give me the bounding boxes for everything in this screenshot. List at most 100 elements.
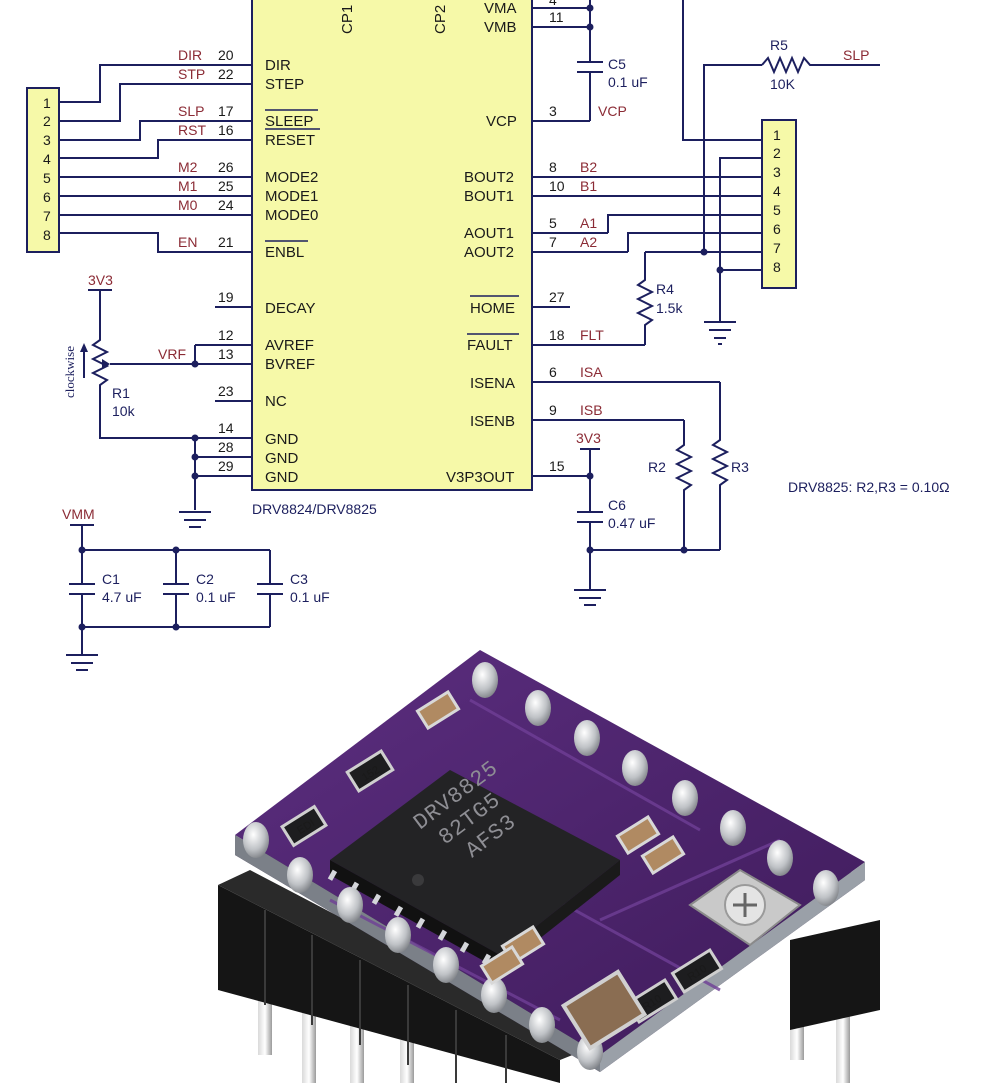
schematic-label: 28 [218,439,234,455]
pin-bout1: BOUT1 [464,188,514,205]
sense-resistor-note: DRV8825: R2,R3 = 0.10Ω [788,479,950,495]
schematic-label: 3 [43,132,51,148]
left-header [26,87,60,253]
schematic-label: 7 [773,240,781,256]
pin-isenb: ISENB [470,413,515,430]
pin-bvref: BVREF [265,356,315,373]
schematic-label: 25 [218,178,234,194]
c6-supply: 3V3 [576,430,601,446]
schematic-label: EN [178,234,197,250]
schematic-label: 15 [549,458,565,474]
pin-reset: RESET [265,132,315,149]
schematic-label: 10 [549,178,565,194]
c1-name: C1 [102,571,120,587]
pin-aout1: AOUT1 [464,225,514,242]
pin-aout2: AOUT2 [464,244,514,261]
r1-value: 10k [112,403,136,419]
schematic-label: STP [178,66,205,82]
r1-name: R1 [112,385,130,401]
schematic-label: 2 [773,145,781,161]
c5-value: 0.1 uF [608,74,648,90]
schematic-label: 3 [773,164,781,180]
schematic-label: A2 [580,234,597,250]
schematic-label: 23 [218,383,234,399]
ic-cp1-label: CP1 [339,5,356,34]
schematic-label: M2 [178,159,198,175]
pin-isena: ISENA [470,375,515,392]
solder-joints [243,662,839,1070]
c3-value: 0.1 uF [290,589,330,605]
ic-cp2-label: CP2 [432,5,449,34]
schematic-label: M0 [178,197,198,213]
schematic-label: 6 [773,221,781,237]
smd-capacitors [415,689,686,986]
c6-value: 0.47 uF [608,515,655,531]
c2-name: C2 [196,571,214,587]
pin-vmb: VMB [484,19,517,36]
schematic-label: 21 [218,234,234,250]
schematic-label: 4 [773,183,781,199]
ic-pin-lp1: 22 STP STEP [178,66,304,93]
pin-step: STEP [265,76,304,93]
schematic-label: 8 [549,159,557,175]
schematic-label: B1 [580,178,597,194]
pin-avref: AVREF [265,337,314,354]
pin-home: HOME [470,300,515,317]
ic-name: DRV8824/DRV8825 [252,501,377,517]
c3-name: C3 [290,571,308,587]
schematic-label: 16 [218,122,234,138]
c5-name: C5 [608,56,626,72]
r5-name: R5 [770,37,788,53]
schematic-label: B2 [580,159,597,175]
schematic-label: VRF [158,346,186,362]
schematic-label: 29 [218,458,234,474]
r2-name: R2 [648,459,666,475]
pin-gnd-29: GND [265,469,299,486]
right-header [761,119,797,289]
schematic-label: 27 [549,289,565,305]
schematic-label: 24 [218,197,234,213]
schematic-label: 2 [43,113,51,129]
schematic-label: 12 [218,327,234,343]
pin-gnd-28: GND [265,450,299,467]
schematic-label: 22 [218,66,234,82]
drv8825-chip: DRV8825 82TG5 AFS3 [330,756,620,970]
schematic-label: 20 [218,47,234,63]
schematic-label: M1 [178,178,198,194]
pin-nc: NC [265,393,287,410]
r1-rotation-note: clockwise [62,346,77,398]
smd-resistor-edi: EDI [279,804,329,848]
schematic-label: 5 [43,170,51,186]
r5-net: SLP [843,47,869,63]
schematic-label: 7 [549,234,557,250]
schematic-label: 8 [773,259,781,275]
schematic-label: 9 [549,402,557,418]
smd-resistor-152: 152 [345,749,395,793]
schematic-label: 1 [43,95,51,111]
right-pin-header [790,920,880,1030]
schematic-label: FLT [580,327,604,343]
schematic-label: 6 [43,189,51,205]
pin-sleep: SLEEP [265,113,313,130]
c6-name: C6 [608,497,626,513]
schematic-label: A1 [580,215,597,231]
schematic-label: DIR [178,47,202,63]
schematic-label: 4 [43,151,51,167]
schematic-label: ISB [580,402,603,418]
schematic-label: 17 [218,103,234,119]
pin-mode0: MODE0 [265,207,318,224]
pin-dir: DIR [265,57,291,74]
